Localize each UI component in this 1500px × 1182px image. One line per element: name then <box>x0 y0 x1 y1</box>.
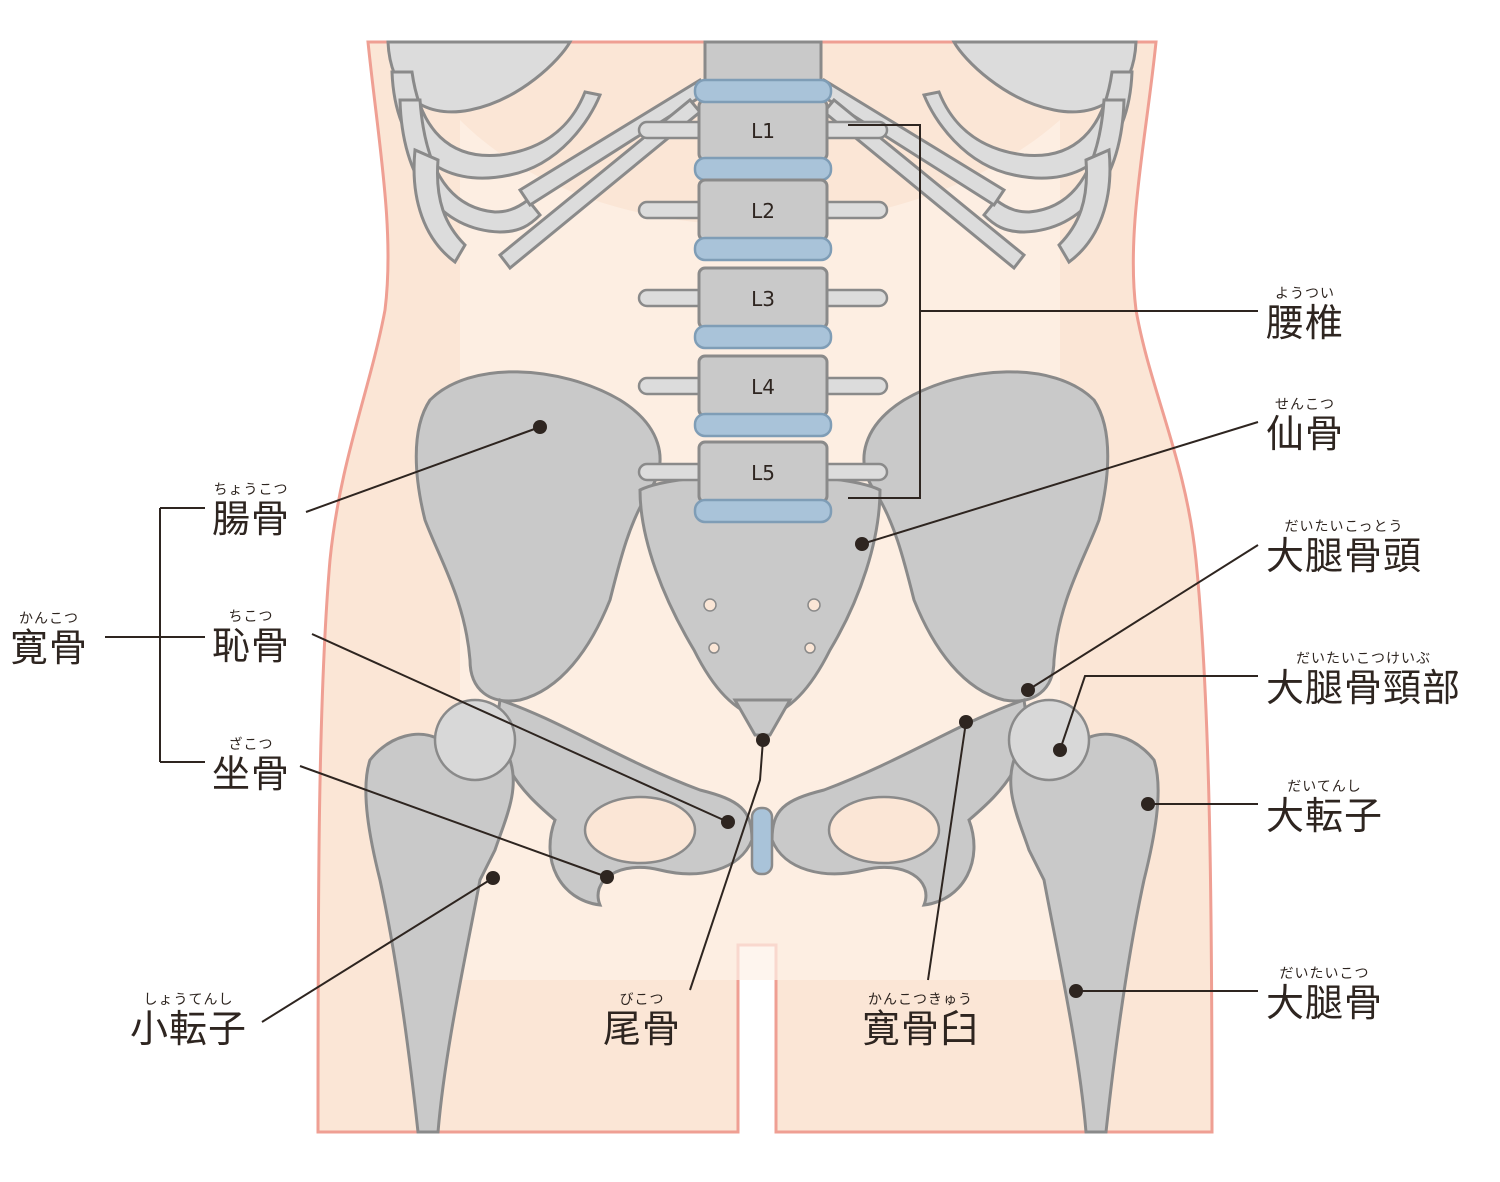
label-femur: だいたいこつ 大腿骨 <box>1266 967 1383 1022</box>
ruby-femoral-neck: だいたいこつけいぶ <box>1296 651 1431 667</box>
ruby-coccyx: びこつ <box>619 992 665 1008</box>
ilium-left <box>414 370 662 703</box>
ruby-ilium: ちょうこつ <box>213 482 289 498</box>
vertebra-label: L1 <box>751 119 775 143</box>
vertebra-label: L4 <box>751 375 775 399</box>
transverse-process <box>819 200 889 220</box>
ruby-femoral-head: だいたいこっとう <box>1284 519 1404 535</box>
ruby-lumbar: ようつい <box>1275 286 1335 302</box>
label-coccyx: びこつ 尾骨 <box>603 993 681 1048</box>
ruby-sacrum: せんこつ <box>1275 397 1335 413</box>
ruby-pubis: ちこつ <box>228 609 274 625</box>
text-femoral-neck: 大腿骨頸部 <box>1266 666 1462 710</box>
label-ischium: ざこつ 坐骨 <box>212 738 290 793</box>
text-lesser-trochanter: 小転子 <box>130 1007 248 1051</box>
label-femoral-head: だいたいこっとう 大腿骨頭 <box>1266 520 1422 575</box>
transverse-process <box>637 462 707 482</box>
text-femoral-head: 大腿骨頭 <box>1266 534 1423 578</box>
label-acetabulum: かんこつきゅう 寛骨臼 <box>862 993 979 1048</box>
text-ilium: 腸骨 <box>212 497 291 541</box>
transverse-process <box>637 288 707 308</box>
text-pubis: 恥骨 <box>212 624 291 668</box>
femoral-heads <box>433 698 1091 782</box>
intervertebral-disc <box>693 236 833 262</box>
label-femoral-neck: だいたいこつけいぶ 大腿骨頸部 <box>1266 652 1461 707</box>
marker-dots <box>486 420 1155 998</box>
transverse-process <box>819 376 889 396</box>
label-hip-bone: かんこつ 寛骨 <box>10 612 88 667</box>
text-hip-bone: 寛骨 <box>10 626 89 670</box>
transverse-process <box>637 200 707 220</box>
pelvis <box>414 370 1110 907</box>
intervertebral-disc <box>693 78 833 104</box>
text-sacrum: 仙骨 <box>1266 412 1345 456</box>
label-sacrum: せんこつ 仙骨 <box>1266 398 1344 453</box>
ruby-greater-trochanter: だいてんし <box>1287 779 1362 795</box>
text-femur: 大腿骨 <box>1266 981 1384 1025</box>
ruby-ischium: ざこつ <box>228 737 274 753</box>
transverse-process <box>819 288 889 308</box>
text-coccyx: 尾骨 <box>603 1007 682 1051</box>
ilium-right <box>862 370 1110 703</box>
transverse-process <box>637 376 707 396</box>
coccyx-bone <box>732 698 793 737</box>
text-greater-trochanter: 大転子 <box>1266 794 1384 838</box>
label-lesser-trochanter: しょうてんし 小転子 <box>130 993 247 1048</box>
text-acetabulum: 寛骨臼 <box>862 1007 980 1051</box>
intervertebral-disc <box>693 412 833 438</box>
label-pubis: ちこつ 恥骨 <box>212 610 290 665</box>
intervertebral-disc <box>693 324 833 350</box>
intervertebral-disc <box>693 156 833 182</box>
ribcage-left <box>386 40 711 271</box>
sacral-foramina <box>703 598 821 654</box>
vertebra-label: L3 <box>751 287 775 311</box>
ruby-lesser-trochanter: しょうてんし <box>143 992 234 1008</box>
transverse-process <box>819 462 889 482</box>
vertebra-label: L2 <box>751 199 775 223</box>
ruby-hip-bone: かんこつ <box>19 611 79 627</box>
label-lumbar: ようつい 腰椎 <box>1266 287 1344 342</box>
text-ischium: 坐骨 <box>212 752 291 796</box>
intervertebral-disc <box>693 498 833 524</box>
vertebra-label: L5 <box>751 461 775 485</box>
pubic-symphysis <box>750 806 774 876</box>
ruby-femur: だいたいこつ <box>1279 966 1370 982</box>
ruby-acetabulum: かんこつきゅう <box>868 992 973 1008</box>
obturator-holes <box>583 795 941 865</box>
text-lumbar: 腰椎 <box>1266 301 1345 345</box>
transverse-process <box>637 120 707 140</box>
leader-lines <box>105 124 1259 1023</box>
label-ilium: ちょうこつ 腸骨 <box>212 483 290 538</box>
label-greater-trochanter: だいてんし 大転子 <box>1266 780 1383 835</box>
